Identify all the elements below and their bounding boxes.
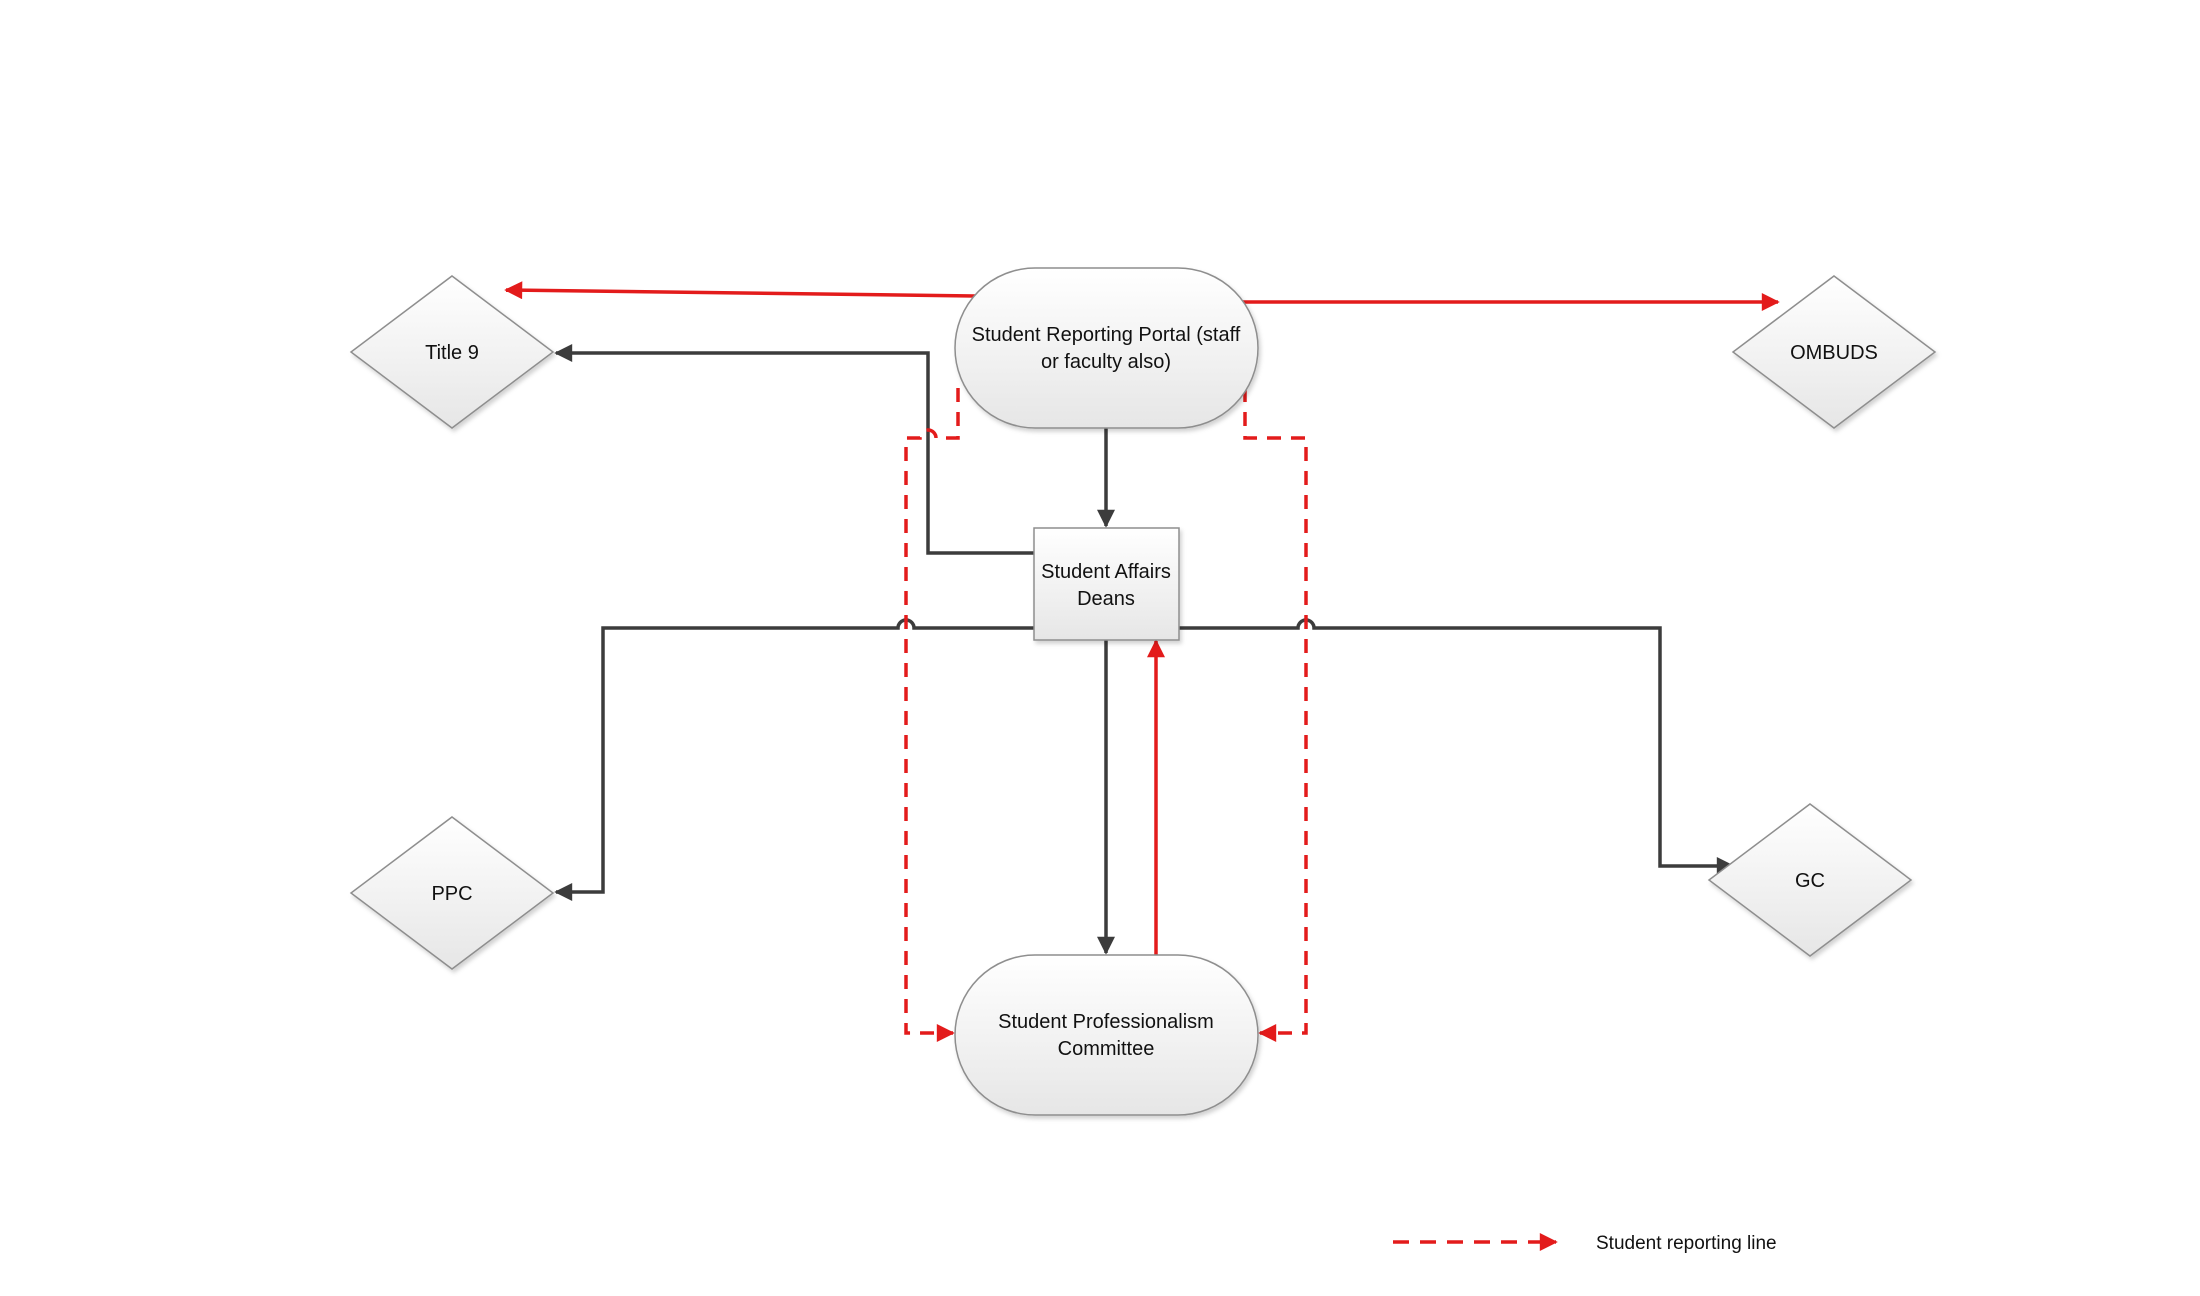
node-student-affairs-deans: Student Affairs Deans [1033,527,1180,641]
node-student-professionalism-committee: Student Professionalism Committee [954,954,1259,1116]
node-ppc-shape [349,816,555,970]
node-portal-label-line1: Student Reporting Portal (staff [972,324,1241,346]
node-student-reporting-portal: Student Reporting Portal (staff or facul… [954,267,1259,429]
node-ppc: PPC [349,816,555,970]
node-committee-shape [954,954,1259,1116]
legend: Student reporting line [1393,1233,1777,1254]
node-committee-label-line2: Committee [1058,1038,1155,1060]
node-gc: GC [1707,803,1913,957]
node-portal-label-line2: or faculty also) [1041,351,1171,373]
connector-deans-to-title9 [554,344,1034,555]
node-ombuds-label: OMBUDS [1790,342,1878,364]
connector-portal-to-title9-red [504,281,976,300]
connector-portal-to-committee-left-dashed [904,388,960,1042]
node-deans-label-line2: Deans [1077,588,1135,610]
node-committee-label-line1: Student Professionalism [998,1011,1214,1033]
connector-deans-to-gc [1179,618,1735,875]
node-title9-shape [349,275,555,429]
node-ppc-label: PPC [431,883,472,905]
node-portal-shape [954,267,1259,429]
node-title-9: Title 9 [349,275,555,429]
node-ombuds-shape [1731,275,1937,429]
node-gc-shape [1707,803,1913,957]
node-title9-label: Title 9 [425,342,479,364]
node-deans-shape [1033,527,1180,641]
connector-portal-to-committee-right-dashed [1243,388,1308,1042]
legend-label: Student reporting line [1596,1233,1777,1254]
node-deans-label-line1: Student Affairs [1041,561,1171,583]
connector-deans-to-ppc [554,618,1034,901]
node-ombuds: OMBUDS [1731,275,1937,429]
node-gc-label: GC [1795,870,1825,892]
